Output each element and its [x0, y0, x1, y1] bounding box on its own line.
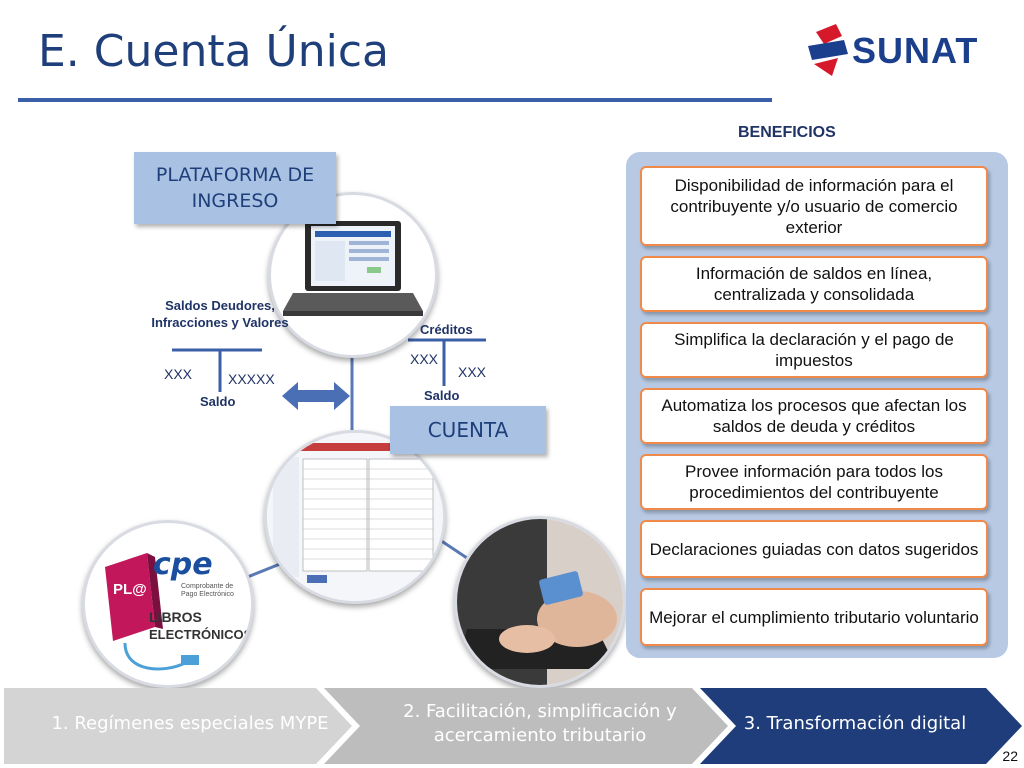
libros-line2: ELECTRÓNICOS: [149, 627, 253, 642]
laptop-image: [268, 192, 438, 358]
cuenta-label: CUENTA: [390, 406, 546, 454]
step-3-chevron: [700, 688, 1022, 764]
page-number: 22: [1002, 748, 1018, 764]
left-account-saldo: Saldo: [200, 394, 236, 409]
sunat-logo-text: SUNAT: [852, 30, 979, 71]
step-2-chevron: [324, 688, 728, 764]
libros-line1: LIBROS: [149, 609, 202, 625]
benefit-item: Disponibilidad de información para el co…: [640, 166, 988, 246]
left-account-right-value: XXXXX: [228, 371, 275, 387]
step-2-label[interactable]: 2. Facilitación, simplificación y acerca…: [403, 701, 677, 746]
cuenta-screen-image: [264, 430, 446, 604]
slide-title: E. Cuenta Única: [38, 26, 390, 77]
plataforma-de-ingreso-label: PLATAFORMA DE INGRESO: [134, 152, 336, 224]
benefit-item: Simplifica la declaración y el pago de i…: [640, 322, 988, 378]
right-account-right-value: XXX: [458, 364, 487, 380]
title-underline: [18, 98, 772, 102]
right-account-left-value: XXX: [410, 351, 439, 367]
cpe-subtitle: Comprobante de Pago Electrónico: [181, 583, 234, 598]
progress-chevrons: [4, 688, 1022, 764]
right-account-header: Créditos: [420, 322, 473, 337]
left-account-left-value: XXX: [164, 366, 193, 382]
sunat-logo-icon: [808, 24, 848, 76]
right-account-saldo: Saldo: [424, 388, 460, 403]
benefit-item: Declaraciones guiadas con datos sugerido…: [640, 520, 988, 578]
step-1-label[interactable]: 1. Regímenes especiales MYPE: [51, 713, 329, 734]
step-1-chevron: [4, 688, 352, 764]
cpe-logo-text: cpe: [153, 547, 213, 582]
benefit-item: Mejorar el cumplimiento tributario volun…: [640, 588, 988, 646]
step-3-label[interactable]: 3. Transformación digital: [743, 713, 967, 734]
libros-electronicos-image: PL@ cpe Comprobante de Pago Electrónico …: [82, 520, 254, 688]
left-account-header: Saldos Deudores, Infracciones y Valores: [151, 298, 289, 330]
online-payment-image: [454, 516, 626, 688]
pl-badge: PL@: [113, 581, 147, 598]
beneficios-heading: BENEFICIOS: [738, 124, 836, 141]
benefit-item: Información de saldos en línea, centrali…: [640, 256, 988, 312]
benefit-item: Provee información para todos los proced…: [640, 454, 988, 510]
benefit-item: Automatiza los procesos que afectan los …: [640, 388, 988, 444]
